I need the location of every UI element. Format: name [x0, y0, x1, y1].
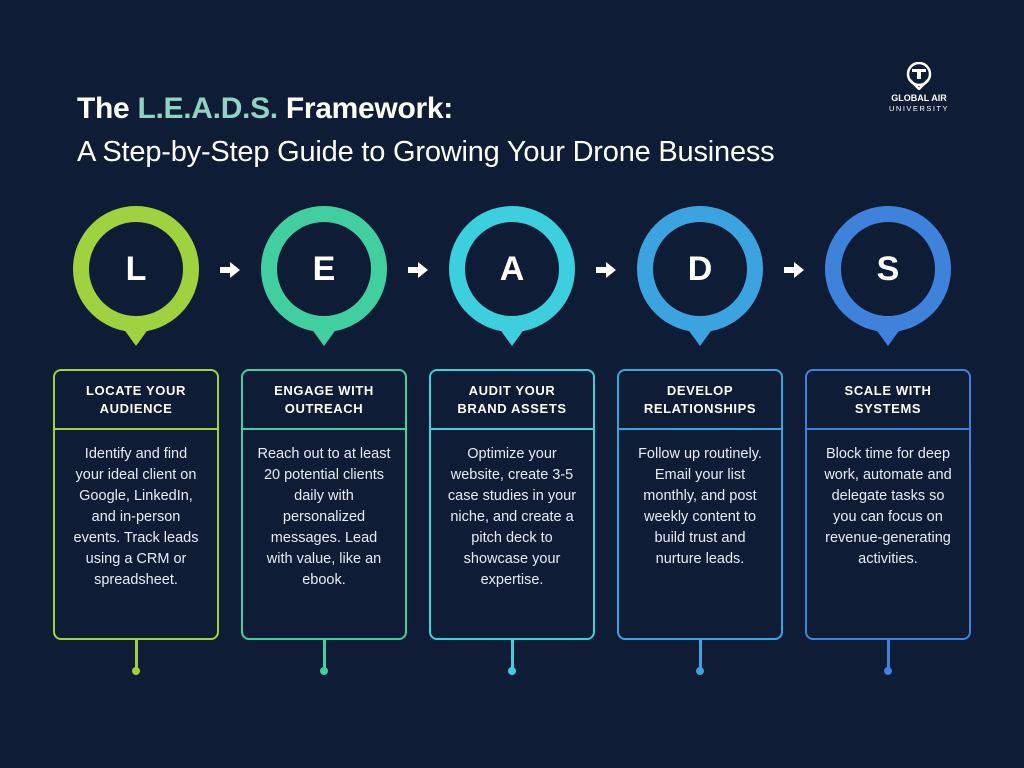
- step-card: SCALE WITH SYSTEMS Block time for deep w…: [805, 369, 971, 640]
- step-letter: S: [876, 250, 900, 288]
- location-pin-icon: [825, 206, 951, 346]
- location-pin-icon: [637, 206, 763, 346]
- step-description: Block time for deep work, automate and d…: [824, 446, 952, 567]
- arrow-right-icon: [784, 262, 804, 278]
- page-title: The L.E.A.D.S. Framework:: [77, 92, 453, 126]
- step-heading: SCALE WITH SYSTEMS: [807, 371, 969, 430]
- step-heading: DEVELOP RELATIONSHIPS: [619, 371, 781, 430]
- location-pin-icon: [261, 206, 387, 346]
- title-accent: L.E.A.D.S.: [137, 92, 278, 125]
- connector-line: [323, 640, 326, 670]
- step-heading: ENGAGE WITH OUTREACH: [243, 371, 405, 430]
- logo-emblem-icon: [906, 62, 932, 90]
- step-heading: LOCATE YOUR AUDIENCE: [55, 371, 217, 430]
- title-prefix: The: [77, 92, 138, 125]
- step-l: L LOCATE YOUR AUDIENCE Identify and find…: [53, 206, 219, 676]
- page-subtitle: A Step-by-Step Guide to Growing Your Dro…: [77, 136, 775, 168]
- step-card: DEVELOP RELATIONSHIPS Follow up routinel…: [617, 369, 783, 640]
- step-e: E ENGAGE WITH OUTREACH Reach out to at l…: [241, 206, 407, 676]
- connector-dot: [132, 667, 140, 675]
- step-a: A AUDIT YOUR BRAND ASSETS Optimize your …: [429, 206, 595, 676]
- step-letter: A: [499, 250, 525, 288]
- step-card: AUDIT YOUR BRAND ASSETS Optimize your we…: [429, 369, 595, 640]
- connector-line: [135, 640, 138, 670]
- step-description: Identify and find your ideal client on G…: [73, 446, 199, 588]
- logo-line2: UNIVERSITY: [888, 104, 949, 113]
- connector-dot: [320, 667, 328, 675]
- step-card: ENGAGE WITH OUTREACH Reach out to at lea…: [241, 369, 407, 640]
- connector-line: [887, 640, 890, 670]
- location-pin-icon: [449, 206, 575, 346]
- connector-line: [511, 640, 514, 670]
- step-d: D DEVELOP RELATIONSHIPS Follow up routin…: [617, 206, 783, 676]
- step-description: Reach out to at least 20 potential clien…: [257, 446, 391, 588]
- step-card: LOCATE YOUR AUDIENCE Identify and find y…: [53, 369, 219, 640]
- step-description: Optimize your website, create 3-5 case s…: [447, 446, 577, 588]
- logo-line1: GLOBAL AIR: [891, 93, 947, 103]
- step-s: S SCALE WITH SYSTEMS Block time for deep…: [805, 206, 971, 676]
- connector-line: [699, 640, 702, 670]
- step-letter: E: [312, 250, 336, 288]
- arrow-right-icon: [596, 262, 616, 278]
- title-suffix: Framework:: [277, 92, 453, 125]
- arrow-right-icon: [408, 262, 428, 278]
- step-letter: D: [687, 250, 713, 288]
- connector-dot: [884, 667, 892, 675]
- arrow-right-icon: [220, 262, 240, 278]
- connector-dot: [508, 667, 516, 675]
- global-air-university-logo: GLOBAL AIR UNIVERSITY: [884, 62, 954, 113]
- step-heading: AUDIT YOUR BRAND ASSETS: [431, 371, 593, 430]
- step-letter: L: [125, 250, 147, 288]
- step-description: Follow up routinely. Email your list mon…: [638, 446, 762, 567]
- location-pin-icon: [73, 206, 199, 346]
- connector-dot: [696, 667, 704, 675]
